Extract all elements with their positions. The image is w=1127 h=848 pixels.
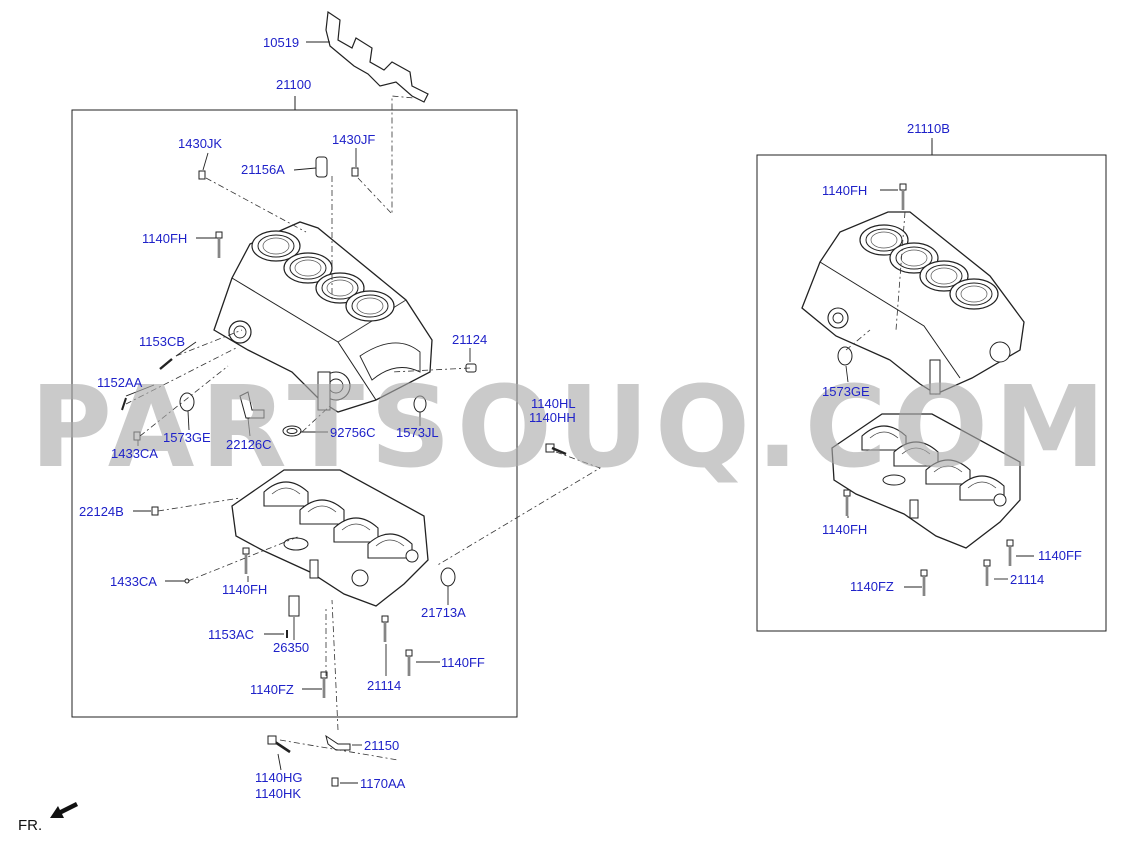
part-label-1140fh-right-upper[interactable]: 1140FH (822, 183, 868, 198)
part-label-21150[interactable]: 21150 (364, 738, 400, 753)
part-label-1140hk[interactable]: 1140HK (255, 786, 302, 801)
short-block-upper-shape[interactable] (801, 211, 1025, 395)
front-marker: FR. (18, 817, 42, 834)
lower-crankcase-shape[interactable] (231, 469, 429, 607)
assembly-dash-lines (125, 95, 906, 761)
part-label-1140hl[interactable]: 1140HL (531, 396, 576, 411)
assembly-label-21100[interactable]: 21100 (276, 77, 312, 92)
part-label-1153cb[interactable]: 1153CB (139, 334, 186, 349)
part-label-92756c[interactable]: 92756C (330, 425, 376, 440)
front-arrow-icon (50, 802, 78, 818)
small-parts (121, 156, 1015, 787)
head-gasket-shape[interactable] (325, 10, 429, 103)
part-label-26350[interactable]: 26350 (273, 640, 310, 655)
part-label-1140fz-right[interactable]: 1140FZ (850, 579, 894, 594)
part-label-1140ff-right[interactable]: 1140FF (1038, 548, 1082, 563)
part-label-10519[interactable]: 10519 (263, 35, 300, 50)
part-label-1573jl[interactable]: 1573JL (396, 425, 439, 440)
part-label-22124b[interactable]: 22124B (79, 504, 124, 519)
short-block-lower-shape[interactable] (831, 413, 1021, 549)
part-label-21114-right[interactable]: 21114 (1010, 572, 1045, 587)
part-label-1140fh-lower[interactable]: 1140FH (222, 582, 268, 597)
part-label-1140hg[interactable]: 1140HG (255, 770, 303, 785)
part-label-1433ca-lower[interactable]: 1433CA (110, 574, 157, 589)
part-label-1140ff-left[interactable]: 1140FF (441, 655, 485, 670)
part-label-1430jk[interactable]: 1430JK (178, 136, 223, 151)
part-label-1153ac[interactable]: 1153AC (208, 627, 255, 642)
assembly-label-21110b[interactable]: 21110B (907, 121, 950, 136)
part-label-1430jf[interactable]: 1430JF (332, 132, 376, 147)
cylinder-block-shape[interactable] (213, 221, 433, 413)
front-marker-label: FR. (18, 817, 43, 834)
part-label-1140hh[interactable]: 1140HH (529, 410, 576, 425)
part-label-1573ge-right[interactable]: 1573GE (822, 384, 870, 399)
part-label-21114-left[interactable]: 21114 (367, 678, 402, 693)
part-label-1573ge-left[interactable]: 1573GE (163, 430, 211, 445)
part-label-1433ca-upper[interactable]: 1433CA (111, 446, 158, 461)
part-label-21124[interactable]: 21124 (452, 332, 488, 347)
part-label-1140fh-right-lower[interactable]: 1140FH (822, 522, 868, 537)
part-label-1170aa[interactable]: 1170AA (360, 776, 406, 791)
part-label-1152aa[interactable]: 1152AA (97, 375, 143, 390)
part-label-21156a[interactable]: 21156A (241, 162, 285, 177)
part-label-1140fh-upper[interactable]: 1140FH (142, 231, 188, 246)
part-label-22126c[interactable]: 22126C (226, 437, 272, 452)
part-label-21713a[interactable]: 21713A (421, 605, 466, 620)
leader-lines (125, 41, 1034, 784)
assembly-frame-21100 (71, 109, 518, 718)
part-label-1140fz-left[interactable]: 1140FZ (250, 682, 294, 697)
